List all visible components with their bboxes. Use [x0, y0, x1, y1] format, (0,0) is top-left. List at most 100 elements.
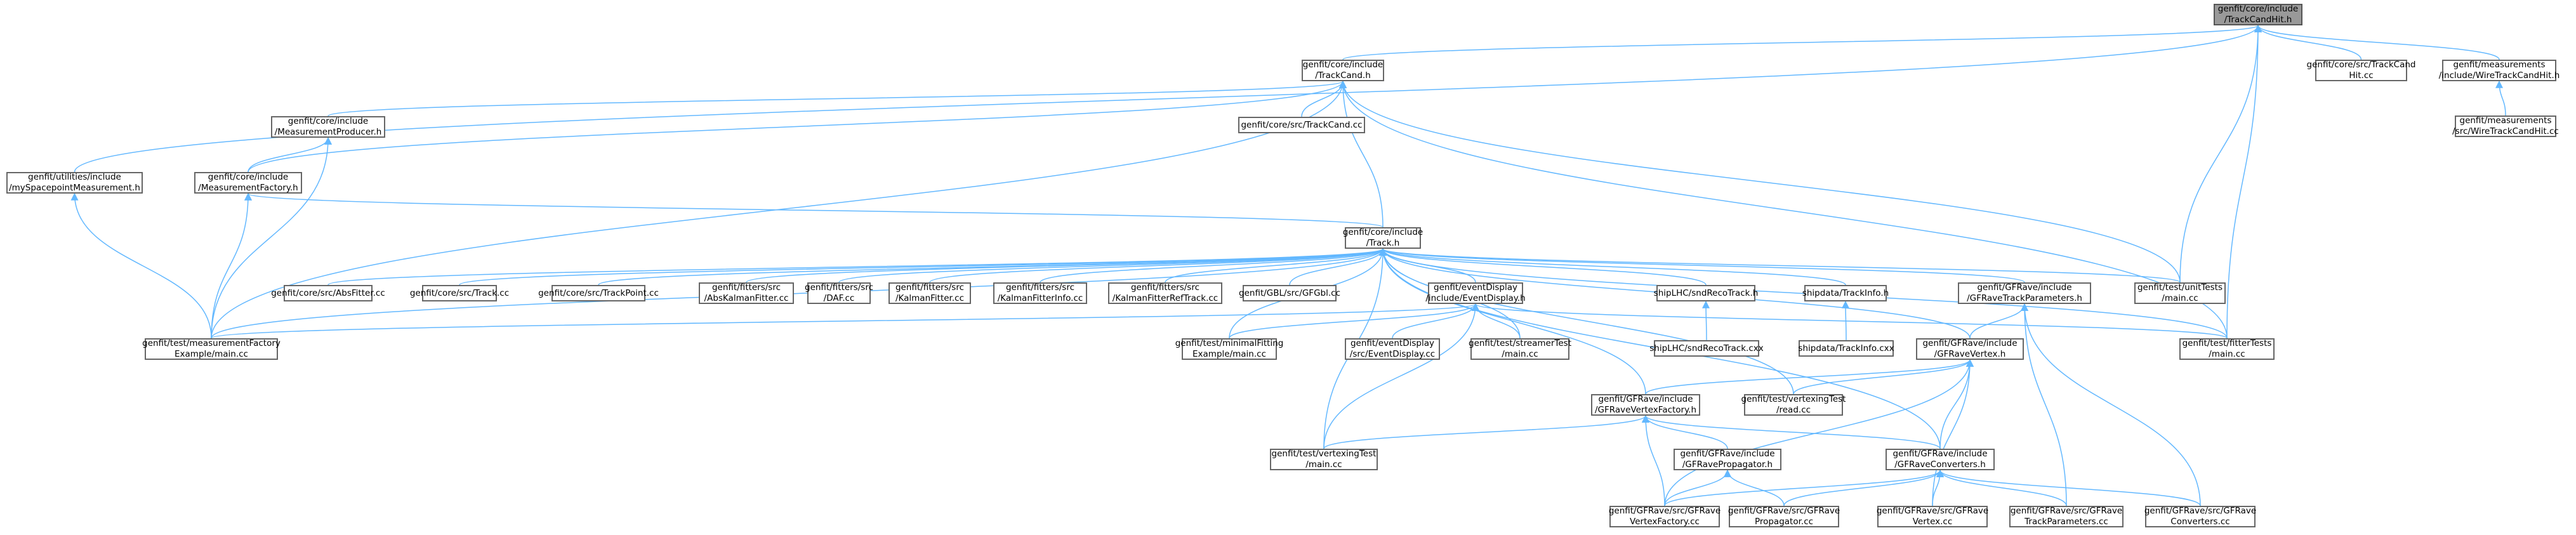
edge-gfrc_h-to-gfrv_h	[1939, 359, 1974, 449]
node-gfrc_h[interactable]: genfit/GFRave/include /GFRaveConverters.…	[1886, 449, 1995, 470]
node-gfrvf_cc[interactable]: genfit/GFRave/src/GFRave VertexFactory.c…	[1608, 506, 1721, 527]
node-label: genfit/core/src/TrackPoint.cc	[538, 287, 659, 298]
node-label: genfit/GBL/src/GFGbl.cc	[1239, 287, 1340, 298]
edge-abskalman-to-track_h	[746, 248, 1387, 283]
node-evdisp_h[interactable]: genfit/eventDisplay /include/EventDispla…	[1425, 282, 1526, 304]
edge-absfitter-to-track_h	[327, 248, 1387, 286]
node-measfact[interactable]: genfit/core/include /MeasurementFactory.…	[194, 172, 302, 194]
node-trackinfo_cxx[interactable]: shipdata/TrackInfo.cxx	[1798, 340, 1894, 357]
node-absfitter[interactable]: genfit/core/src/AbsFitter.cc	[271, 285, 385, 301]
node-label: shipLHC/sndRecoTrack.cxx	[1649, 343, 1764, 353]
node-minfit[interactable]: genfit/test/minimalFitting Example/main.…	[1175, 338, 1283, 360]
node-trackpoint[interactable]: genfit/core/src/TrackPoint.cc	[538, 285, 659, 301]
edge-fittertests-to-evdisp_h	[1472, 303, 2228, 339]
node-evdisp_cc[interactable]: genfit/eventDisplay /src/EventDisplay.cc	[1345, 338, 1440, 360]
node-label: genfit/core/include /TrackCand.h	[1302, 60, 1384, 81]
node-label: genfit/eventDisplay /src/EventDisplay.cc	[1349, 338, 1436, 359]
edge-measfact_main-to-utilities	[70, 192, 212, 339]
node-gbl[interactable]: genfit/GBL/src/GFGbl.cc	[1239, 285, 1340, 301]
node-track_h[interactable]: genfit/core/include /Track.h	[1342, 227, 1423, 249]
node-label: genfit/core/src/AbsFitter.cc	[271, 287, 385, 298]
node-gfrp_h[interactable]: genfit/GFRave/include /GFRavePropagator.…	[1674, 449, 1781, 470]
node-label: genfit/GFRave/include /GFRaveVertexFacto…	[1594, 394, 1697, 415]
node-root[interactable]: genfit/core/include /TrackCandHit.h	[2214, 4, 2302, 25]
edge-gfrc_h-to-gfrvf_h	[1642, 414, 1941, 449]
node-gfrtp_h[interactable]: genfit/GFRave/include /GFRaveTrackParame…	[1958, 282, 2091, 304]
node-label: genfit/test/vertexingTest /read.cc	[1741, 394, 1846, 415]
node-shiplhc_h[interactable]: shipLHC/sndRecoTrack.h	[1654, 285, 1758, 301]
node-label: genfit/core/src/TrackCand.cc	[1241, 119, 1363, 130]
node-track_cc[interactable]: genfit/core/src/Track.cc	[410, 285, 509, 301]
edge-wirehit_h-to-root	[2254, 24, 2500, 60]
node-abskalman[interactable]: genfit/fitters/src /AbsKalmanFitter.cc	[699, 282, 794, 304]
edge-kalman-to-track_h	[929, 248, 1387, 283]
edge-vtxmain-to-gfrvf_h	[1323, 414, 1649, 449]
node-gfrtp_cc[interactable]: genfit/GFRave/src/GFRave TrackParameters…	[2009, 506, 2124, 527]
node-label: genfit/test/vertexingTest /main.cc	[1271, 449, 1377, 470]
node-gfrp_cc[interactable]: genfit/GFRave/src/GFRave Propagator.cc	[1727, 506, 1840, 527]
edge-measfact-to-measprod	[248, 136, 332, 173]
node-vtxread[interactable]: genfit/test/vertexingTest /read.cc	[1741, 394, 1846, 416]
node-trackcand_h[interactable]: genfit/core/include /TrackCand.h	[1302, 60, 1384, 81]
node-label: genfit/GFRave/src/GFRave Vertex.cc	[1876, 506, 1989, 527]
node-fittertests[interactable]: genfit/test/fitterTests /main.cc	[2179, 338, 2275, 360]
edge-unittests-to-root	[2179, 24, 2262, 283]
node-label: genfit/fitters/src /DAF.cc	[805, 282, 874, 303]
node-label: genfit/test/minimalFitting Example/main.…	[1175, 338, 1284, 359]
edge-trackcandhit_cc-to-root	[2254, 24, 2362, 60]
node-trackcand_cc[interactable]: genfit/core/src/TrackCand.cc	[1238, 117, 1365, 133]
node-label: genfit/fitters/src /KalmanFitterRefTrack…	[1112, 282, 1219, 303]
node-label: genfit/GFRave/include /GFRaveConverters.…	[1892, 449, 1988, 470]
node-label: genfit/core/src/TrackCand Hit.cc	[2306, 60, 2416, 81]
edge-gfrp_cc-to-gfrc_h	[1783, 469, 1944, 506]
node-label: shipLHC/sndRecoTrack.h	[1653, 287, 1759, 298]
node-unittests[interactable]: genfit/test/unitTests /main.cc	[2134, 282, 2226, 304]
edge-shiplhc_cxx-to-shiplhc_h	[1702, 300, 1710, 341]
node-label: genfit/GFRave/src/GFRave Converters.cc	[2144, 506, 2257, 527]
edge-measfact_main-to-track_h	[211, 248, 1387, 339]
edge-measprod-to-trackcand_h	[327, 80, 1347, 117]
node-wirehit_cc[interactable]: genfit/measurements /src/WireTrackCandHi…	[2452, 116, 2559, 137]
edge-gfrtp_h-to-track_h	[1379, 248, 2025, 283]
edge-measfact_main-to-measprod	[211, 136, 332, 339]
edge-trackcand_h-to-root	[1342, 24, 2262, 60]
node-daf[interactable]: genfit/fitters/src /DAF.cc	[805, 282, 874, 304]
node-label: shipdata/TrackInfo.h	[1802, 287, 1889, 298]
node-utilities[interactable]: genfit/utilities/include /mySpacepointMe…	[6, 172, 143, 194]
node-label: genfit/GFRave/src/GFRave Propagator.cc	[1727, 506, 1840, 527]
node-kalman[interactable]: genfit/fitters/src /KalmanFitter.cc	[888, 282, 971, 304]
node-label: genfit/core/include /MeasurementFactory.…	[198, 172, 298, 193]
node-measfact_main[interactable]: genfit/test/measurementFactory Example/m…	[142, 338, 281, 360]
node-label: genfit/GFRave/include /GFRaveTrackParame…	[1967, 282, 2082, 303]
node-label: genfit/measurements /src/WireTrackCandHi…	[2452, 116, 2559, 136]
node-gfrc_cc[interactable]: genfit/GFRave/src/GFRave Converters.cc	[2144, 506, 2257, 527]
edge-vtxmain-to-evdisp_h	[1323, 303, 1479, 449]
edge-gfrvf_cc-to-gfrc_h	[1664, 469, 1944, 506]
node-label: genfit/GFRave/include /GFRavePropagator.…	[1680, 449, 1775, 470]
node-gfrvf_h[interactable]: genfit/GFRave/include /GFRaveVertexFacto…	[1591, 394, 1700, 416]
node-trackcandhit_cc[interactable]: genfit/core/src/TrackCand Hit.cc	[2307, 60, 2416, 81]
edge-utilities-to-root	[74, 24, 2262, 173]
node-gfrv_cc[interactable]: genfit/GFRave/src/GFRave Vertex.cc	[1877, 506, 1988, 527]
node-kalmanref[interactable]: genfit/fitters/src /KalmanFitterRefTrack…	[1108, 282, 1222, 304]
edge-minfit-to-evdisp_h	[1229, 303, 1479, 339]
node-label: genfit/GFRave/src/GFRave VertexFactory.c…	[1608, 506, 1721, 527]
node-streamer[interactable]: genfit/test/streamerTest /main.cc	[1469, 338, 1571, 360]
edge-track_cc-to-track_h	[459, 248, 1387, 286]
node-label: genfit/core/src/Track.cc	[409, 287, 510, 298]
node-vtxmain[interactable]: genfit/test/vertexingTest /main.cc	[1270, 449, 1378, 470]
node-label: shipdata/TrackInfo.cxx	[1798, 343, 1894, 353]
edge-gfrv_cc-to-gfrv_h	[1932, 359, 1974, 506]
node-trackinfo_h[interactable]: shipdata/TrackInfo.h	[1802, 285, 1889, 301]
node-measprod[interactable]: genfit/core/include /MeasurementProducer…	[271, 116, 385, 138]
node-label: genfit/core/include /Track.h	[1342, 227, 1423, 248]
node-shiplhc_cxx[interactable]: shipLHC/sndRecoTrack.cxx	[1649, 340, 1764, 357]
node-gfrv_h[interactable]: genfit/GFRave/include /GFRaveVertex.h	[1916, 338, 2024, 360]
edge-shiplhc_h-to-track_h	[1379, 248, 1707, 286]
node-wirehit_h[interactable]: genfit/measurements /include/WireTrackCa…	[2439, 60, 2559, 81]
edge-measfact-to-trackcand_h	[248, 80, 1347, 173]
node-kalmaninfo[interactable]: genfit/fitters/src /KalmanFitterInfo.cc	[993, 282, 1087, 304]
edge-wirehit_cc-to-wirehit_h	[2495, 80, 2506, 116]
node-label: genfit/core/include /MeasurementProducer…	[274, 116, 382, 137]
